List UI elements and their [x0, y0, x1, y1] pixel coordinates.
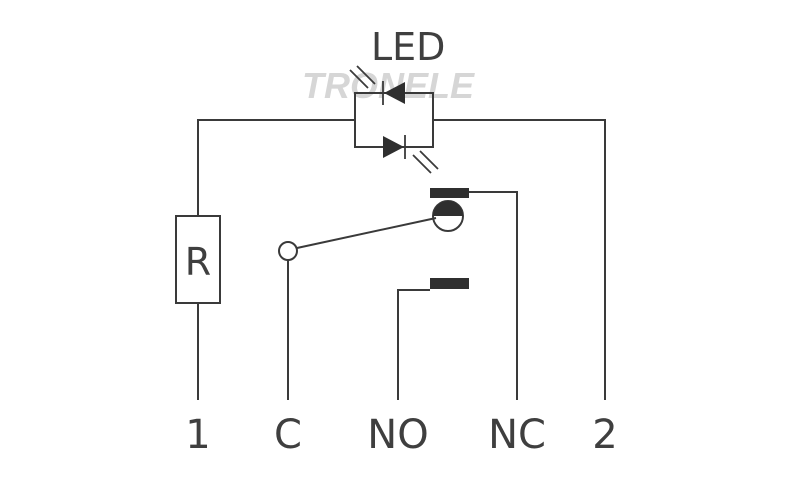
nc-contact-roller-fill: [433, 201, 463, 216]
led-bottom-icon: [383, 135, 439, 174]
switch-lever: [296, 217, 437, 249]
led-pair: [349, 65, 439, 174]
watermark-text: TRONELE: [302, 65, 475, 106]
wire-terminal-2: [433, 119, 606, 400]
nc-contact: [430, 188, 518, 400]
terminal-nc-label: NC: [488, 412, 546, 458]
nc-contact-bar: [430, 188, 469, 198]
terminal-no-label: NO: [367, 412, 428, 458]
no-contact-bar: [430, 278, 469, 289]
led-label: LED: [371, 25, 445, 69]
resistor-label: R: [185, 240, 211, 284]
resistor: R: [175, 215, 221, 304]
common-pivot-icon: [278, 241, 298, 261]
resistor-body: [175, 215, 221, 304]
wire-terminal-1-upper: [197, 119, 355, 216]
led-top-icon: [349, 65, 405, 105]
terminal-c-label: C: [274, 412, 302, 458]
no-contact: [397, 278, 469, 400]
wire-nc: [469, 191, 518, 400]
terminal-1-label: 1: [185, 412, 210, 458]
wire-no: [397, 289, 430, 400]
terminal-2-label: 2: [592, 412, 617, 458]
